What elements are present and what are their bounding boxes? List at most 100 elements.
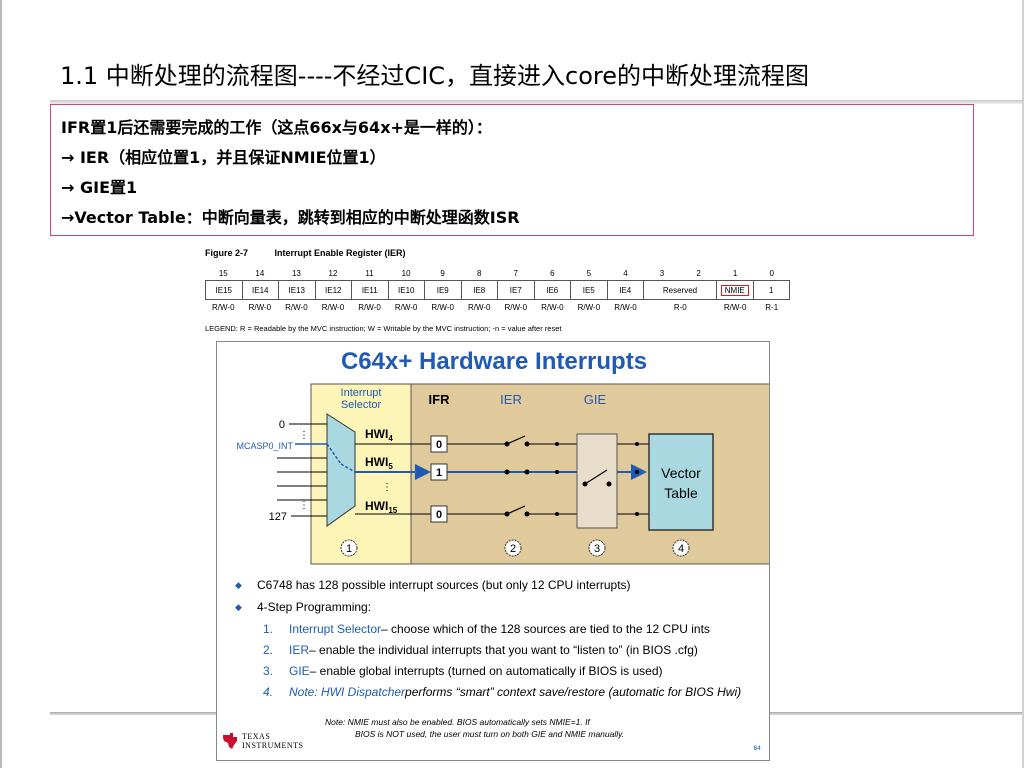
slide-frame-left — [0, 0, 2, 768]
register-bit-number: 13 — [291, 268, 301, 278]
register-field: 1 — [754, 281, 790, 299]
step-item: 1. Interrupt Selector – choose which of … — [235, 618, 765, 639]
register-field-label: IE8 — [473, 285, 486, 295]
mcasp-input-label: MCASP0_INT — [236, 441, 293, 451]
register-access-value: R/W-0 — [614, 302, 637, 312]
ifr-header: IFR — [429, 392, 451, 407]
mux-route — [326, 443, 342, 465]
register-access-value: R/W-0 — [358, 302, 381, 312]
dots-icon: ⋮ — [382, 482, 392, 493]
register-field: IE12 — [316, 281, 352, 299]
register-field: IE4 — [608, 281, 644, 299]
step-number: 2. — [263, 642, 274, 657]
register-bit-number: 14 — [255, 268, 265, 278]
ifr-bit-box — [430, 435, 448, 453]
register-access-value: R/W-0 — [212, 302, 235, 312]
register-access-value: R-0 — [673, 302, 687, 312]
hwi4-text: HWI — [365, 427, 388, 441]
selector-region — [310, 383, 412, 565]
dots-icon: ⋮ — [299, 500, 309, 511]
register-field: IE11 — [352, 281, 389, 299]
ier-header: IER — [500, 392, 522, 407]
step-number: 3. — [263, 663, 274, 678]
slide-note: Note: NMIE must also be enabled. BIOS au… — [325, 716, 624, 740]
interrupt-flow-diagram: Interrupt Selector IFR IER GIE 0 MCASP0_… — [236, 383, 769, 565]
bullet-text: C6748 has 128 possible interrupt sources… — [257, 578, 631, 592]
note-line: →Vector Table：中断向量表，跳转到相应的中断处理函数ISR — [61, 208, 520, 227]
register-field-label: NMIE — [720, 284, 749, 296]
register-bit-number: 7 — [513, 268, 518, 278]
step-item: 2. IER – enable the individual interrupt… — [235, 639, 765, 660]
register-access-value: R/W-0 — [248, 302, 272, 312]
title-divider — [50, 100, 1022, 104]
figure-title: Interrupt Enable Register (IER) — [274, 248, 406, 258]
step-circle: 4 — [678, 543, 684, 555]
ier-switch-open — [506, 505, 526, 515]
gie-switch-dot — [606, 481, 612, 487]
register-field-label: IE9 — [436, 285, 449, 295]
step-desc: – choose which of the 128 sources are ti… — [381, 621, 710, 636]
step-key: Interrupt Selector — [289, 621, 382, 636]
diamond-bullet-icon: ◆ — [235, 601, 242, 612]
register-field-label: IE10 — [398, 285, 415, 295]
register-bit-number: 15 — [218, 268, 228, 278]
step-item: 4. Note: HWI Dispatcher performs “smart”… — [235, 681, 765, 702]
register-bit-number: 11 — [365, 268, 374, 278]
bullet-item: ◆ 4-Step Programming: — [235, 596, 765, 618]
register-access-value: R/W-0 — [321, 302, 345, 312]
mux-route — [340, 463, 356, 473]
slide-title: C64x+ Hardware Interrupts — [340, 348, 648, 375]
register-field: IE8 — [462, 281, 498, 299]
footer-divider — [770, 712, 1022, 715]
step-circle: 1 — [346, 543, 352, 555]
register-field-label: Reserved — [662, 285, 698, 295]
register-field-label: IE7 — [509, 285, 522, 295]
hwi4-label: HWI4 — [365, 427, 393, 443]
ifr-bit: 0 — [436, 439, 442, 451]
register-access-value: R/W-0 — [467, 302, 491, 312]
register-field: IE14 — [243, 281, 279, 299]
register-field-label: IE11 — [361, 285, 378, 295]
bullet-text: 4-Step Programming: — [257, 600, 372, 614]
register-field-label: IE12 — [325, 285, 342, 295]
register-bit-number: 8 — [476, 268, 482, 278]
vector-table-label: Table — [664, 485, 698, 501]
step-number: 1. — [263, 621, 274, 636]
register-access-value: R/W-0 — [723, 302, 747, 312]
register-field-label: IE15 — [215, 285, 232, 295]
diamond-bullet-icon: ◆ — [235, 579, 242, 590]
ti-state-icon — [223, 733, 237, 749]
step-key: Note: HWI Dispatcher — [289, 684, 406, 699]
figure-number: Figure 2-7 — [205, 248, 249, 258]
register-field-label: IE5 — [582, 285, 595, 295]
page-title: 1.1 中断处理的流程图----不经过CIC，直接进入core的中断处理流程图 — [60, 62, 810, 90]
slide-bullets: ◆ C6748 has 128 possible interrupt sourc… — [235, 574, 765, 702]
register-access-value: R-1 — [765, 302, 779, 312]
register-field: IE6 — [535, 281, 571, 299]
dots-icon: ⋮ — [299, 430, 309, 441]
hwi15-sub: 15 — [388, 506, 397, 515]
hwi15-text: HWI — [365, 499, 388, 513]
hwi4-sub: 4 — [388, 434, 393, 443]
register-field-label: IE14 — [252, 285, 269, 295]
step-circle: 3 — [594, 543, 600, 555]
input-0-label: 0 — [279, 419, 285, 431]
step-key: GIE — [289, 663, 310, 678]
register-bit-number: 1 — [732, 268, 738, 278]
register-bit-number: 10 — [401, 268, 411, 278]
ifr-bit: 0 — [436, 509, 442, 521]
bullet-item: ◆ C6748 has 128 possible interrupt sourc… — [235, 574, 765, 596]
ti-wordmark-line: INSTRUMENTS — [242, 741, 304, 750]
gie-box — [576, 433, 618, 529]
note-line: IFR置1后还需要完成的工作（这点66x与64x+是一样的）： — [61, 118, 492, 137]
figure-caption: Figure 2-7 Interrupt Enable Register (IE… — [205, 248, 406, 258]
register-bit-number: 2 — [696, 268, 701, 278]
register-bit-number: 12 — [328, 268, 338, 278]
register-bit-number: 6 — [550, 268, 555, 278]
register-access-value: R/W-0 — [577, 302, 601, 312]
hwi5-text: HWI — [365, 455, 388, 469]
hwi5-sub: 5 — [388, 462, 393, 471]
step-circle: 2 — [510, 543, 516, 555]
